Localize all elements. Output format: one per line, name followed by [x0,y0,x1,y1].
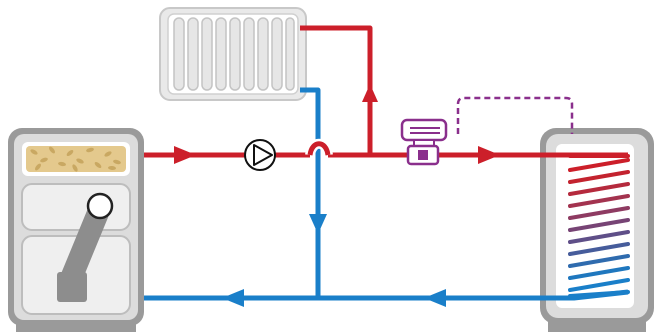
flow-arrow [424,289,446,307]
flow-arrow [174,146,196,164]
pellets-icon [26,146,126,172]
flow-arrow [309,214,327,234]
pellet-boiler-icon [8,128,144,332]
radiator-icon [159,7,307,101]
buffer-tank-icon [540,128,654,332]
feed-auger [61,197,111,287]
flow-arrow [362,84,378,102]
flow-arrow [478,146,500,164]
mixing-valve-icon [400,118,448,166]
flow-arrow [222,289,244,307]
control-wire [456,96,574,134]
burner-door [21,183,131,231]
circulation-pump-icon [244,139,276,171]
